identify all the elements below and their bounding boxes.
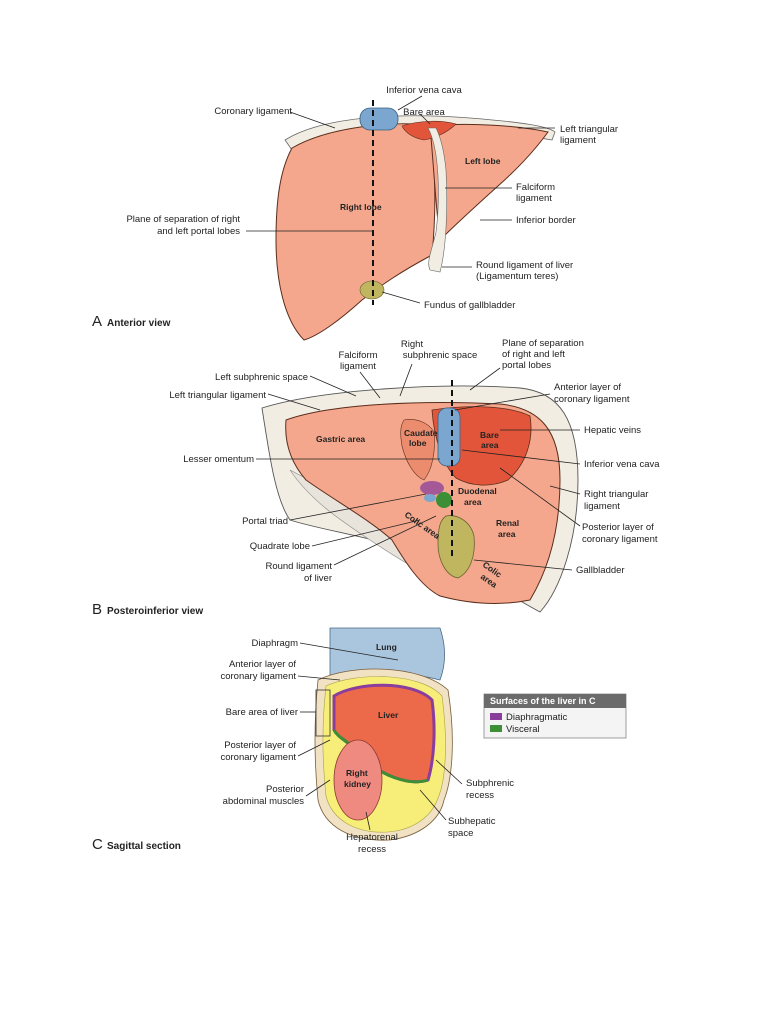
ivc-a <box>359 107 399 131</box>
callout-left-subphrenic: Left subphrenic space <box>215 372 308 383</box>
callout-round-ligament-1-a: Round ligament of liver <box>476 260 573 271</box>
callout-right-triangular-2: ligament <box>584 501 620 512</box>
callout-round-ligament-2-a: (Ligamentum teres) <box>476 271 558 282</box>
callout-falciform-1-b: Falciform <box>338 350 377 361</box>
left-lobe-shape <box>429 123 549 242</box>
callout-posterior-layer-2-c: coronary ligament <box>220 752 296 763</box>
callout-posterior-layer-1-b: Posterior layer of <box>582 522 654 533</box>
legend-label-diaphragmatic: Diaphragmatic <box>506 712 567 723</box>
legend-label-visceral: Visceral <box>506 724 540 735</box>
callout-hepatorenal-1: Hepatorenal <box>346 832 398 843</box>
callout-right-subphrenic-1: Right <box>401 339 424 350</box>
callout-posterior-muscles-1: Posterior <box>266 784 304 795</box>
callout-round-ligament-2-b: of liver <box>304 573 332 584</box>
callout-right-subphrenic-2: subphrenic space <box>403 350 477 361</box>
panel-c: Lung Liver Right kidney Diaphragm Anteri… <box>92 627 627 855</box>
caudate-lobe-shape <box>400 419 435 481</box>
duodenal-label-1: Duodenal <box>458 486 497 496</box>
bare-area-label-1: Bare <box>480 430 499 440</box>
renal-label-2: area <box>498 529 516 539</box>
callout-left-triangular-1: Left triangular <box>560 124 618 135</box>
callout-falciform-2-a: ligament <box>516 193 552 204</box>
callout-ivc-b: Inferior vena cava <box>584 459 660 470</box>
callout-bare-area-a: Bare area <box>403 107 445 118</box>
caudate-label-2: lobe <box>409 438 427 448</box>
callout-subhepatic-2: space <box>448 828 473 839</box>
callout-posterior-layer-2-b: coronary ligament <box>582 534 658 545</box>
legend-title: Surfaces of the liver in C <box>490 696 596 706</box>
kidney-label-2: kidney <box>344 779 371 789</box>
portal-triad-b <box>420 481 452 508</box>
panel-a-letter: A <box>92 313 102 330</box>
callout-coronary-ligament: Coronary ligament <box>214 106 292 117</box>
callout-anterior-layer-2-c: coronary ligament <box>220 671 296 682</box>
falciform-ligament-a <box>427 127 448 273</box>
callout-ivc-a: Inferior vena cava <box>386 85 462 96</box>
panel-b-title: Posteroinferior view <box>107 606 203 617</box>
callout-lesser-omentum: Lesser omentum <box>183 454 254 465</box>
legend-swatch-visceral <box>490 725 502 732</box>
renal-label-1: Renal <box>496 518 519 528</box>
callout-plane-1-a: Plane of separation of right <box>126 214 240 225</box>
bare-area-bracket <box>315 689 331 737</box>
callout-anterior-layer-2-b: coronary ligament <box>554 394 630 405</box>
panel-a-title: Anterior view <box>107 318 171 329</box>
callout-anterior-layer-1-b: Anterior layer of <box>554 382 621 393</box>
panel-b-letter: B <box>92 601 102 618</box>
callout-gallbladder-b: Gallbladder <box>576 565 625 576</box>
callout-hepatic-veins: Hepatic veins <box>584 425 641 436</box>
gastric-area-label: Gastric area <box>316 434 365 444</box>
callout-posterior-layer-1-c: Posterior layer of <box>224 740 296 751</box>
callout-falciform-1-a: Falciform <box>516 182 555 193</box>
callout-falciform-2-b: ligament <box>340 361 376 372</box>
callout-hepatorenal-2: recess <box>358 844 386 855</box>
ivc-b <box>437 407 461 467</box>
callout-right-triangular-1: Right triangular <box>584 489 648 500</box>
callout-left-triangular-2: ligament <box>560 135 596 146</box>
bare-area-label-2: area <box>481 440 499 450</box>
legend-swatch-diaphragmatic <box>490 713 502 720</box>
panel-b: Gastric area Caudate lobe Bare area Duod… <box>92 338 660 618</box>
callout-left-triangular-b: Left triangular ligament <box>169 390 266 401</box>
panel-c-title: Sagittal section <box>107 841 181 852</box>
callout-plane-2-a: and left portal lobes <box>157 226 240 237</box>
callout-plane-2-b: of right and left <box>502 349 565 360</box>
callout-subphrenic-1: Subphrenic <box>466 778 514 789</box>
callout-quadrate-lobe: Quadrate lobe <box>250 541 310 552</box>
callout-bare-area-c: Bare area of liver <box>226 707 298 718</box>
duodenal-label-2: area <box>464 497 482 507</box>
callout-diaphragm: Diaphragm <box>252 638 299 649</box>
caudate-label-1: Caudate <box>404 428 438 438</box>
left-lobe-label: Left lobe <box>465 156 501 166</box>
right-lobe-shape <box>275 123 436 341</box>
callout-subhepatic-1: Subhepatic <box>448 816 496 827</box>
callout-plane-3-b: portal lobes <box>502 360 551 371</box>
kidney-label-1: Right <box>346 768 368 778</box>
gallbladder-b <box>437 515 475 579</box>
panel-c-letter: C <box>92 836 103 853</box>
right-lobe-label: Right lobe <box>340 202 382 212</box>
panel-a: Right lobe Left lobe Inferior vena cava … <box>92 85 618 341</box>
callout-round-ligament-1-b: Round ligament <box>265 561 332 572</box>
liver-label-c: Liver <box>378 710 399 720</box>
callout-posterior-muscles-2: abdominal muscles <box>223 796 305 807</box>
callout-fundus: Fundus of gallbladder <box>424 300 515 311</box>
right-kidney-shape <box>333 739 383 821</box>
callout-subphrenic-2: recess <box>466 790 494 801</box>
callout-inferior-border: Inferior border <box>516 215 576 226</box>
legend-header-bar <box>484 694 626 708</box>
lung-label: Lung <box>376 642 397 652</box>
callout-portal-triad: Portal triad <box>242 516 288 527</box>
surfaces-legend: Surfaces of the liver in C Diaphragmatic… <box>483 693 627 739</box>
callout-anterior-layer-1-c: Anterior layer of <box>229 659 296 670</box>
callout-plane-1-b: Plane of separation <box>502 338 584 349</box>
